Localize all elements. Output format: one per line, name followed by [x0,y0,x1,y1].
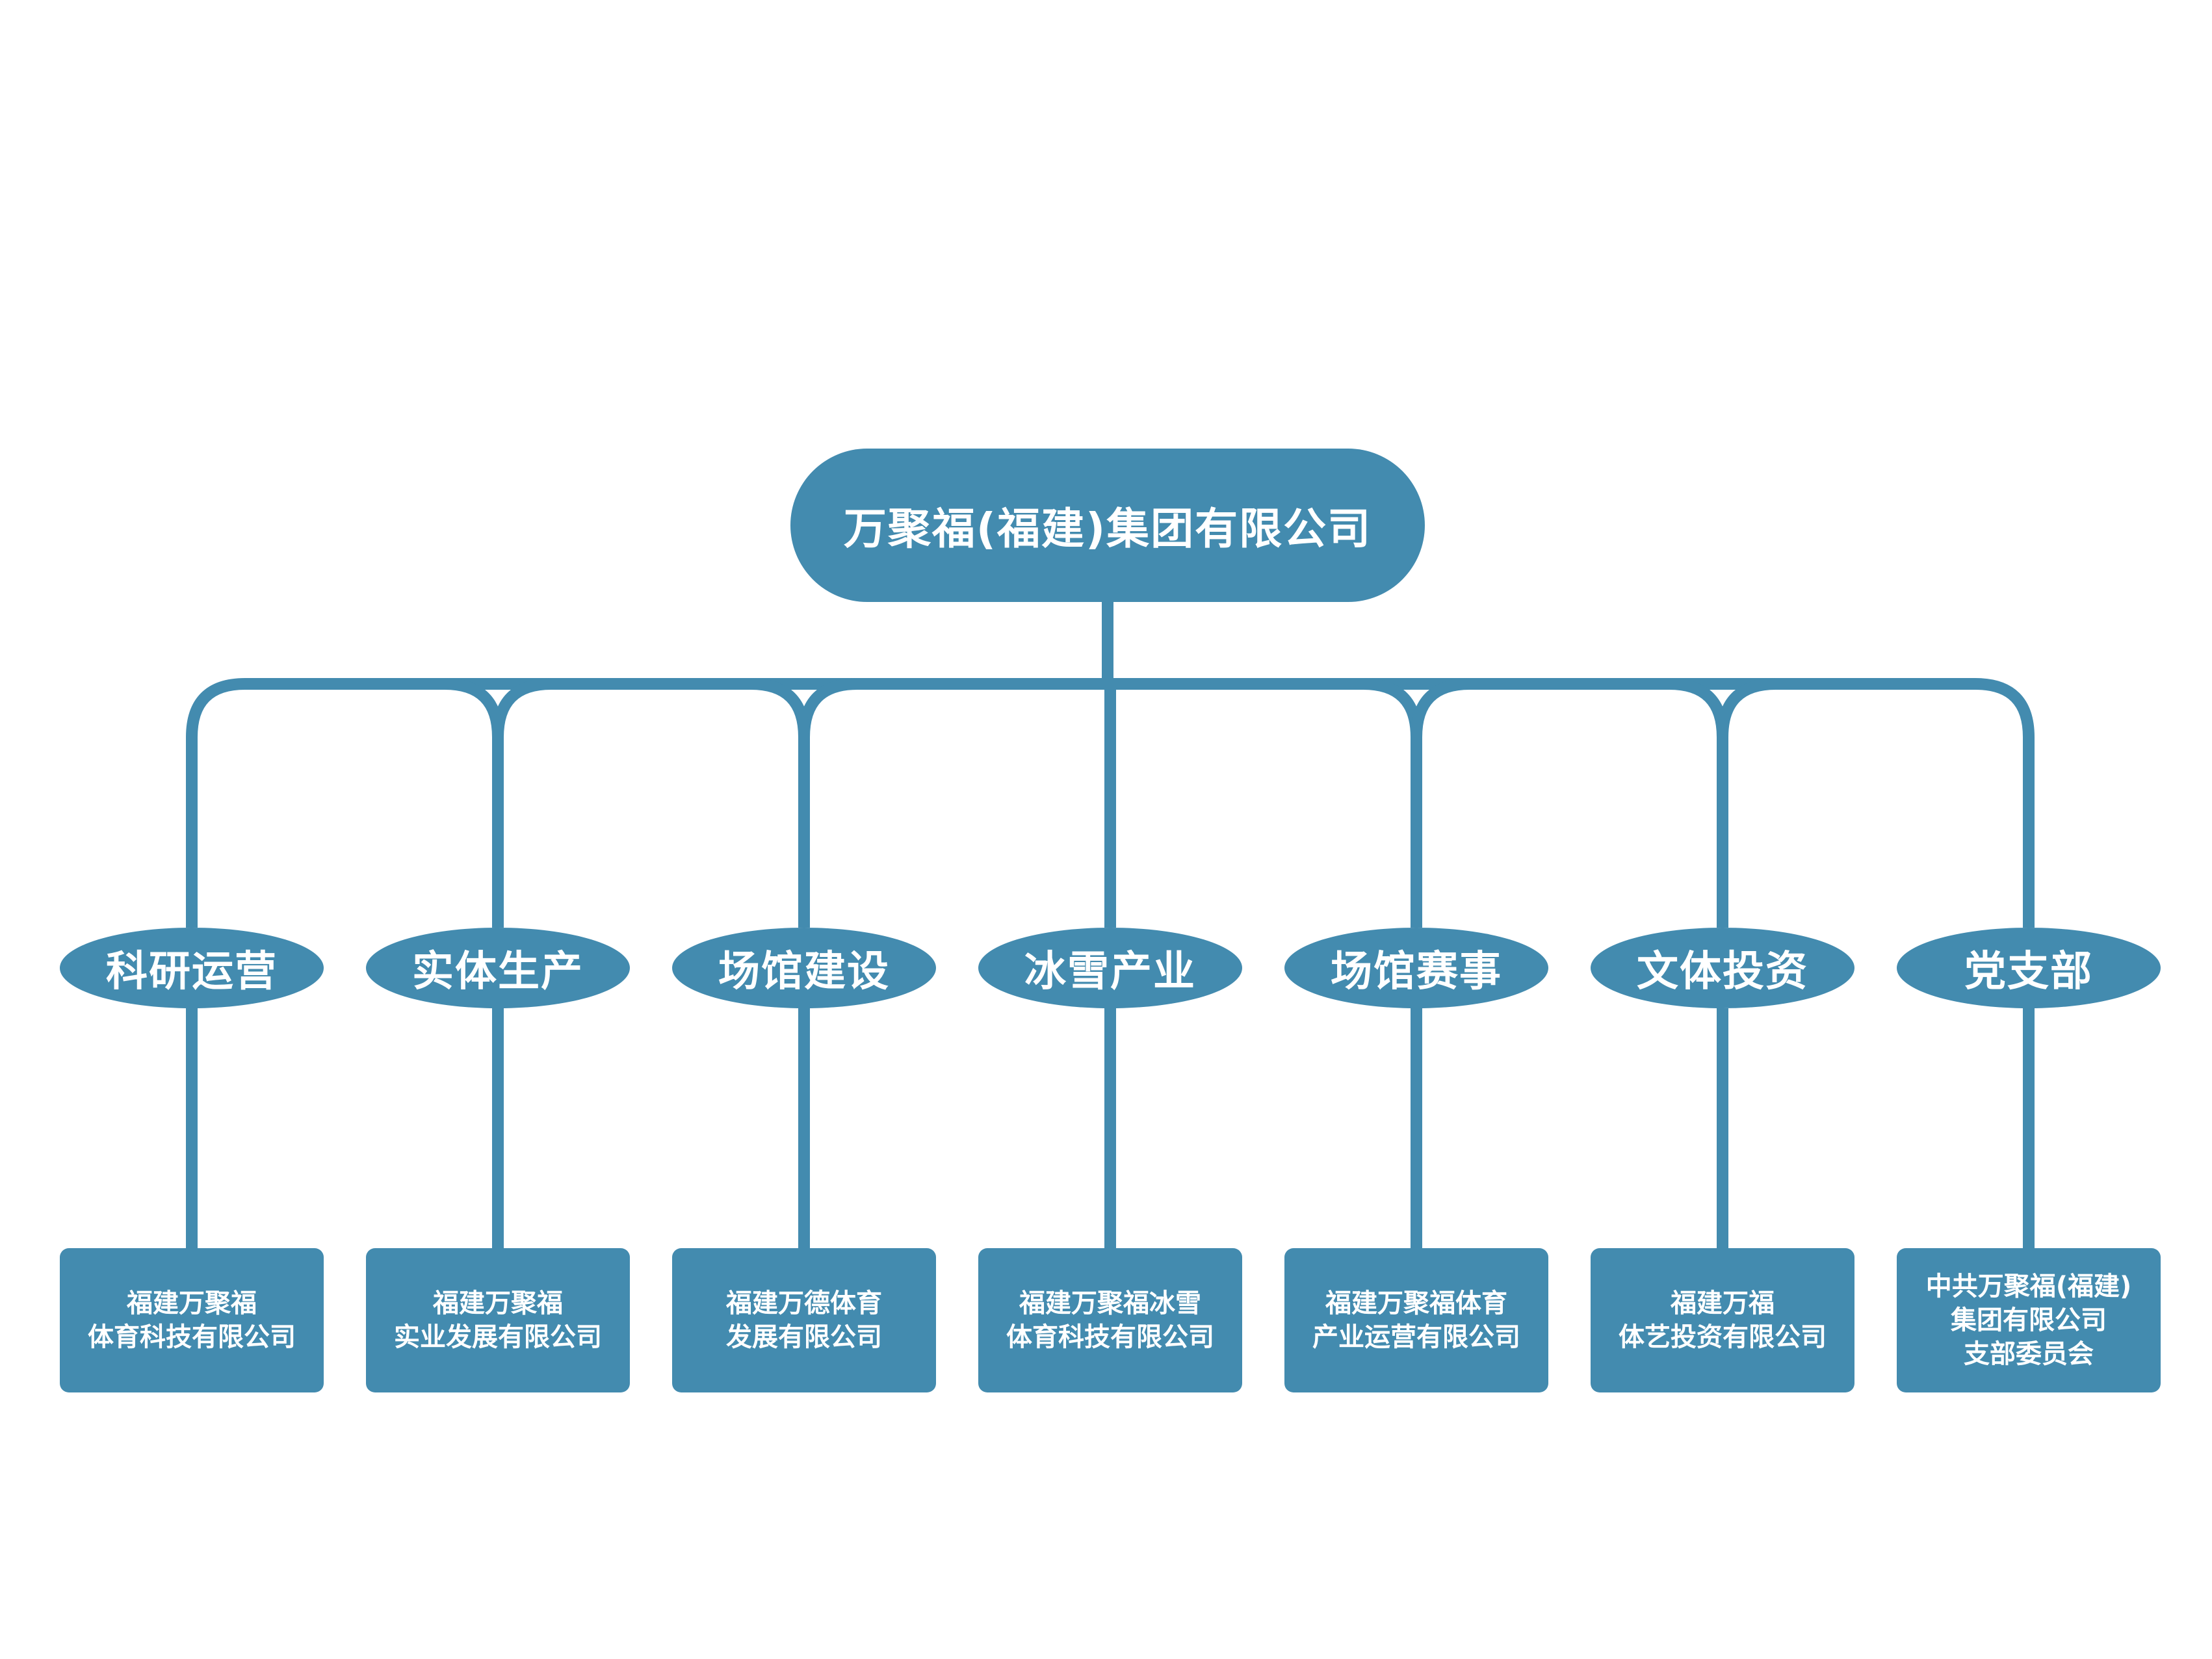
company-node-venue-events: 福建万聚福体育 产业运营有限公司 [1284,1248,1548,1392]
company-name-line: 福建万聚福体育 [1325,1288,1507,1318]
root-node-group-company: 万聚福(福建)集团有限公司 [790,449,1425,602]
company-name-line: 实业发展有限公司 [394,1322,602,1352]
company-name-line: 福建万福 [1671,1288,1775,1318]
company-name-line: 福建万聚福冰雪 [1019,1288,1201,1318]
company-name-line: 集团有限公司 [1951,1305,2107,1335]
company-node-ice-snow-industry: 福建万聚福冰雪 体育科技有限公司 [978,1248,1242,1392]
company-name-line: 产业运营有限公司 [1312,1322,1520,1352]
branch-line-5 [1669,678,1728,928]
category-node-party-branch: 党支部 [1897,928,2161,1008]
company-node-culture-sports-investment: 福建万福 体艺投资有限公司 [1591,1248,1854,1392]
company-node-venue-construction: 福建万德体育 发展有限公司 [672,1248,936,1392]
branch-corner-1 [444,678,504,738]
company-name-line: 体育科技有限公司 [88,1322,296,1352]
branch-line-4 [1362,678,1422,928]
category-node-physical-production: 实体生产 [366,928,630,1008]
category-node-venue-events: 场馆赛事 [1284,928,1548,1008]
company-name-line: 体育科技有限公司 [1006,1322,1214,1352]
root-node-label: 万聚福(福建)集团有限公司 [843,504,1372,554]
branch-line-1 [492,678,552,928]
category-node-venue-construction: 场馆建设 [672,928,936,1008]
company-name-line: 福建万聚福 [433,1288,563,1318]
category-node-culture-sports-investment: 文体投资 [1591,928,1854,1008]
company-name-line: 支部委员会 [1964,1339,2094,1369]
company-node-physical-production: 福建万聚福 实业发展有限公司 [366,1248,630,1392]
branch-line-0 [186,678,246,928]
category-label: 科研运营 [106,948,278,996]
branch-line-2 [798,678,858,928]
company-name-line: 福建万聚福 [127,1288,257,1318]
company-node-party-branch: 中共万聚福(福建) 集团有限公司 支部委员会 [1897,1248,2161,1392]
company-name-line: 体艺投资有限公司 [1619,1322,1827,1352]
company-name-line: 福建万德体育 [726,1288,882,1318]
category-label: 文体投资 [1637,948,1808,996]
company-name-line: 中共万聚福(福建) [1925,1272,2132,1301]
category-label: 冰雪产业 [1024,948,1196,996]
branch-line-6 [1975,678,2035,928]
branch-corner-2 [750,678,810,738]
category-node-ice-snow-industry: 冰雪产业 [978,928,1242,1008]
branch-corner-5 [1717,678,1776,738]
category-label: 实体生产 [412,948,584,996]
branch-corner-4 [1411,678,1470,738]
category-label: 场馆建设 [718,948,890,996]
category-label: 场馆赛事 [1331,948,1502,996]
category-node-research-operations: 科研运营 [60,928,324,1008]
category-label: 党支部 [1964,948,2093,996]
company-node-research-operations: 福建万聚福 体育科技有限公司 [60,1248,324,1392]
company-name-line: 发展有限公司 [726,1322,882,1352]
